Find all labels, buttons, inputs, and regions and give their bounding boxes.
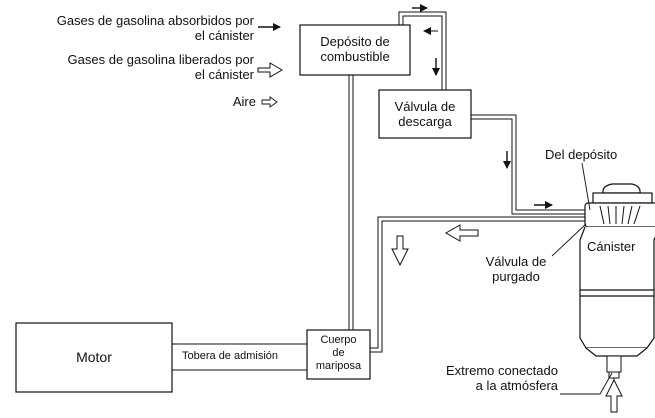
legend-released-line2: el cánister <box>194 67 254 82</box>
legend-released-line1: Gases de gasolina liberados por <box>67 52 254 67</box>
legend-air-label: Aire <box>232 94 256 109</box>
tank-to-valve-pipe <box>398 11 447 90</box>
intake-label: Tobera de admisión <box>182 350 279 362</box>
vent-line2: a la atmósfera <box>475 378 558 393</box>
fuel-tank-label: Depósito de combustible <box>300 34 410 64</box>
tank-to-throttle-pipe <box>348 75 354 330</box>
vent-leader <box>560 372 613 395</box>
purge-valve-label: Válvula de purgado <box>476 254 556 284</box>
intake-pipe <box>172 343 307 371</box>
released-arrow-sample <box>257 62 283 78</box>
fuel-tank-line2: combustible <box>320 49 390 64</box>
legend-released-label: Gases de gasolina liberados por el cánis… <box>0 52 254 82</box>
throttle-body-box <box>306 329 371 380</box>
legend-absorbed-label: Gases de gasolina absorbidos por el cáni… <box>0 13 254 43</box>
throttle-body-line1: Cuerpo <box>320 334 357 346</box>
motor-box <box>15 322 173 393</box>
discharge-valve-line1: Válvula de <box>394 99 456 114</box>
vent-line1: Extremo conectado <box>445 363 558 378</box>
vent-label: Extremo conectado a la atmósfera <box>398 363 558 393</box>
discharge-valve-box <box>378 89 472 139</box>
throttle-body-label: Cuerpo de mariposa <box>307 334 370 373</box>
motor-label: Motor <box>76 349 112 365</box>
canister-body <box>579 183 655 357</box>
purge-valve-line1: Válvula de <box>485 254 547 269</box>
throttle-body-line2: de <box>332 347 345 359</box>
valve-to-canister-pipe <box>471 114 585 215</box>
from-tank-leader <box>581 162 591 211</box>
canister-label: Cánister <box>587 239 636 254</box>
purge-pipe <box>370 216 585 353</box>
purge-pipe-arrow-down <box>391 235 409 267</box>
legend-absorbed-line1: Gases de gasolina absorbidos por <box>56 13 254 28</box>
fuel-tank-line1: Depósito de <box>320 34 390 49</box>
purge-leader <box>551 223 587 257</box>
canister-cap-fins <box>599 205 641 225</box>
discharge-valve-label: Válvula de descarga <box>379 99 471 129</box>
throttle-body-line3: mariposa <box>315 360 362 372</box>
air-arrow-sample <box>261 96 278 108</box>
fuel-tank-box <box>299 24 411 76</box>
purge-pipe-arrow-left <box>444 224 479 242</box>
purge-valve-line2: purgado <box>492 269 540 284</box>
legend-absorbed-line2: el cánister <box>194 28 254 43</box>
legend-arrows <box>257 23 283 108</box>
discharge-valve-line2: descarga <box>398 114 452 129</box>
atmosphere-vent <box>606 355 622 398</box>
vent-arrow-up <box>605 378 623 413</box>
from-tank-label: Del depósito <box>545 147 618 162</box>
